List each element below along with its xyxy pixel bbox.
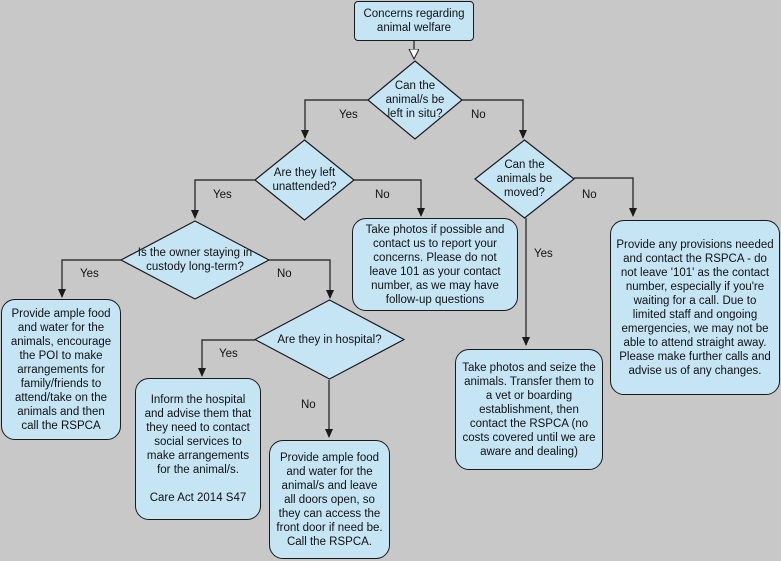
edge-unattended-no xyxy=(354,179,425,217)
label-situ-no: No xyxy=(471,109,486,121)
edge-situ-no xyxy=(462,99,527,139)
box-provisions: Provide any provisions needed and contac… xyxy=(610,220,780,395)
edge-moved-no xyxy=(574,177,637,217)
box-seize-animals-text: Take photos and seize the animals. Trans… xyxy=(462,361,596,458)
decision-diamond-shape xyxy=(254,139,355,221)
box-photos-contact-text: Take photos if possible and contact us t… xyxy=(365,223,505,306)
decision-diamond-shape xyxy=(120,220,270,300)
label-custody-no: No xyxy=(277,268,292,280)
label-hospital-yes: Yes xyxy=(219,348,238,360)
decision-left-unattended-text: Are they left unattended? xyxy=(272,167,337,193)
decision-in-hospital: Are they in hospital? xyxy=(254,299,405,380)
care-act-reference: Care Act 2014 S47 xyxy=(149,492,247,504)
edge-hospital-yes xyxy=(198,339,255,377)
edge-unattended-yes xyxy=(191,179,255,219)
decision-animals-moved: Can the animals be moved? xyxy=(474,139,575,219)
label-unattended-yes: Yes xyxy=(213,189,232,201)
decision-left-in-situ: Can the animal/s be left in situ? xyxy=(367,60,463,140)
label-moved-yes: Yes xyxy=(534,248,553,260)
decision-left-in-situ-text: Can the animal/s be left in situ? xyxy=(385,80,445,120)
decision-diamond-shape xyxy=(254,299,405,380)
label-custody-yes: Yes xyxy=(80,268,99,280)
decision-in-hospital-text: Are they in hospital? xyxy=(277,333,382,346)
box-photos-contact: Take photos if possible and contact us t… xyxy=(352,218,518,311)
decision-custody-long-term-text: Is the owner staying in custody long-ter… xyxy=(137,247,253,273)
box-food-doors-call-text: Call the RSPCA. xyxy=(286,535,372,548)
decision-animals-moved-text: Can the animals be moved? xyxy=(496,159,553,199)
edge-situ-yes xyxy=(301,99,368,139)
start-node: Concerns regarding animal welfare xyxy=(354,1,474,41)
label-situ-yes: Yes xyxy=(339,109,358,121)
label-unattended-no: No xyxy=(375,189,390,201)
label-hospital-no: No xyxy=(301,399,316,411)
box-food-doors-open-text: Provide ample food and water for the ani… xyxy=(276,451,383,534)
decision-left-unattended: Are they left unattended? xyxy=(254,139,355,221)
box-provisions-text: Provide any provisions needed and contac… xyxy=(616,238,774,377)
start-node-text: Concerns regarding animal welfare xyxy=(363,8,465,34)
box-seize-animals: Take photos and seize the animals. Trans… xyxy=(455,349,603,470)
edge-custody-no xyxy=(269,259,334,299)
label-moved-no: No xyxy=(582,189,597,201)
box-inform-hospital-text: Inform the hospital and advise them that… xyxy=(144,394,252,476)
edge-custody-yes xyxy=(58,259,121,298)
box-food-doors-open: Provide ample food and water for the ani… xyxy=(269,440,390,559)
decision-custody-long-term: Is the owner staying in custody long-ter… xyxy=(120,220,270,300)
box-ample-food-poi-text: Provide ample food and water for the ani… xyxy=(10,307,112,432)
decision-diamond-shape xyxy=(367,60,463,140)
decision-diamond-shape xyxy=(474,139,575,219)
box-inform-hospital: Inform the hospital and advise them that… xyxy=(135,378,261,520)
box-ample-food-poi: Provide ample food and water for the ani… xyxy=(1,299,121,440)
